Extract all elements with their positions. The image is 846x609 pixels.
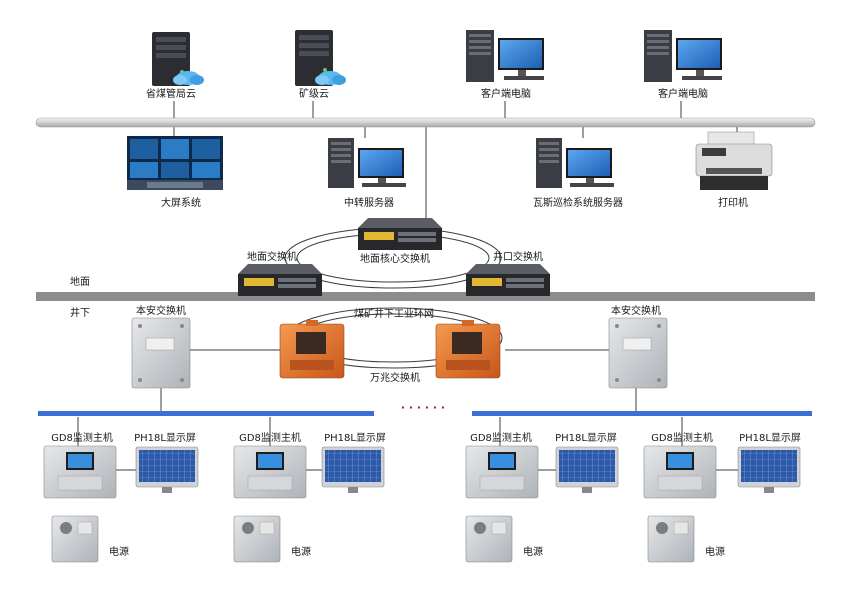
- ring-network-label: 煤矿井下工业环网: [354, 307, 434, 320]
- ph18l-display-3-icon: [555, 446, 619, 493]
- power-4-label: 电源: [705, 545, 725, 558]
- server-icon: [152, 32, 190, 86]
- cloud-icon: [173, 71, 204, 85]
- ph18l-display-2-label: PH18L显示屏: [324, 432, 386, 444]
- gd8-host-2-icon: [233, 445, 307, 499]
- power-1-label: 电源: [109, 545, 129, 558]
- core-switch-label: 地面核心交换机: [360, 252, 430, 265]
- power-supply-4-icon: [647, 515, 695, 563]
- big-screen-label: 大屏系统: [161, 196, 201, 209]
- gd8-host-3-label: GD8监测主机: [470, 431, 532, 444]
- client-pc-1-label: 客户端电脑: [481, 87, 531, 100]
- big-screen-icon: [127, 136, 223, 190]
- ground-divider-bar: [36, 292, 815, 301]
- shaft-switch-icon: [466, 264, 550, 296]
- safe-switch-right-icon: [608, 317, 668, 389]
- ground-switch-label: 地面交换机: [247, 250, 297, 263]
- ph18l-display-4-icon: [737, 446, 801, 493]
- core-switch-icon: [358, 218, 442, 250]
- surface-label: 地面: [70, 275, 90, 288]
- client-pc-2-label: 客户端电脑: [658, 87, 708, 100]
- power-supply-1-icon: [51, 515, 99, 563]
- client-pc-icon: [466, 30, 544, 82]
- mine-cloud-label: 矿级云: [299, 87, 329, 100]
- ground-switch-icon: [238, 264, 322, 296]
- underground-bus-right: [472, 411, 812, 416]
- server-icon: [295, 30, 333, 86]
- gigabit-switch-right-icon: [435, 320, 501, 379]
- ph18l-display-1-label: PH18L显示屏: [134, 432, 196, 444]
- gd8-host-1-label: GD8监测主机: [51, 431, 113, 444]
- gas-server-icon: [536, 138, 614, 188]
- gd8-host-4-icon: [643, 445, 717, 499]
- safe-switch-left-icon: [131, 317, 191, 389]
- continuation-dots: · · · · · ·: [401, 401, 445, 414]
- ph18l-display-1-icon: [135, 446, 199, 493]
- ph18l-display-3-label: PH18L显示屏: [555, 432, 617, 444]
- ph18l-display-4-label: PH18L显示屏: [739, 432, 801, 444]
- printer-icon: [695, 131, 773, 190]
- gigabit-switch-label: 万兆交换机: [370, 371, 420, 384]
- gas-server-label: 瓦斯巡检系统服务器: [533, 196, 623, 209]
- gd8-host-2-label: GD8监测主机: [239, 431, 301, 444]
- power-supply-3-icon: [465, 515, 513, 563]
- gd8-host-4-label: GD8监测主机: [651, 431, 713, 444]
- provincial-cloud-label: 省煤管局云: [146, 87, 196, 100]
- cloud-icon: [315, 71, 346, 85]
- underground-label: 井下: [70, 306, 90, 319]
- safe-switch-left-label: 本安交换机: [136, 304, 186, 317]
- relay-server-label: 中转服务器: [344, 196, 394, 209]
- ph18l-display-2-icon: [321, 446, 385, 493]
- gigabit-switch-left-icon: [279, 320, 345, 379]
- power-supply-2-icon: [233, 515, 281, 563]
- printer-label: 打印机: [718, 196, 748, 209]
- gd8-host-1-icon: [43, 445, 117, 499]
- power-2-label: 电源: [291, 545, 311, 558]
- power-3-label: 电源: [523, 545, 543, 558]
- shaft-switch-label: 井口交换机: [493, 250, 543, 263]
- relay-server-icon: [328, 138, 406, 188]
- safe-switch-right-label: 本安交换机: [611, 304, 661, 317]
- gd8-host-3-icon: [465, 445, 539, 499]
- underground-bus-left: [38, 411, 374, 416]
- backbone-network-bus: [35, 117, 816, 128]
- client-pc-icon: [644, 30, 722, 82]
